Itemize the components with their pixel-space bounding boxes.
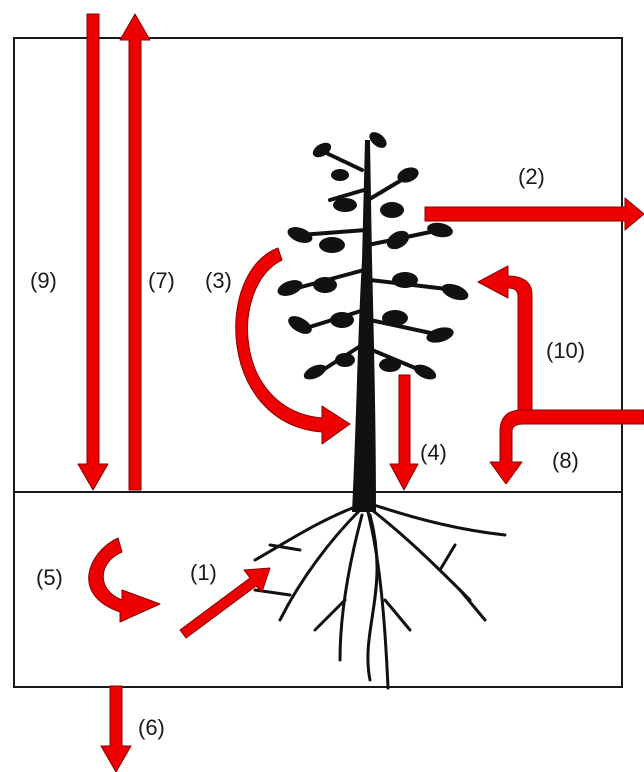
label-4: (4) bbox=[420, 440, 447, 465]
label-2: (2) bbox=[518, 164, 545, 189]
label-1: (1) bbox=[190, 560, 217, 585]
arrow-8 bbox=[489, 409, 644, 485]
below-ground-box bbox=[13, 491, 623, 688]
arrow-1 bbox=[179, 567, 271, 639]
arrow-2 bbox=[424, 197, 644, 231]
label-9: (9) bbox=[30, 268, 57, 293]
arrow-4 bbox=[389, 374, 419, 491]
label-3: (3) bbox=[205, 268, 232, 293]
arrow-3 bbox=[235, 247, 351, 445]
tree-silhouette-icon bbox=[253, 132, 507, 690]
label-5: (5) bbox=[36, 565, 63, 590]
label-6: (6) bbox=[138, 715, 165, 740]
arrow-10 bbox=[477, 265, 533, 413]
arrow-7 bbox=[119, 13, 151, 491]
arrow-9 bbox=[77, 13, 109, 491]
label-10: (10) bbox=[546, 338, 586, 363]
label-8: (8) bbox=[552, 448, 579, 473]
arrow-5 bbox=[88, 537, 161, 623]
label-7: (7) bbox=[148, 268, 175, 293]
arrow-6 bbox=[100, 685, 132, 772]
